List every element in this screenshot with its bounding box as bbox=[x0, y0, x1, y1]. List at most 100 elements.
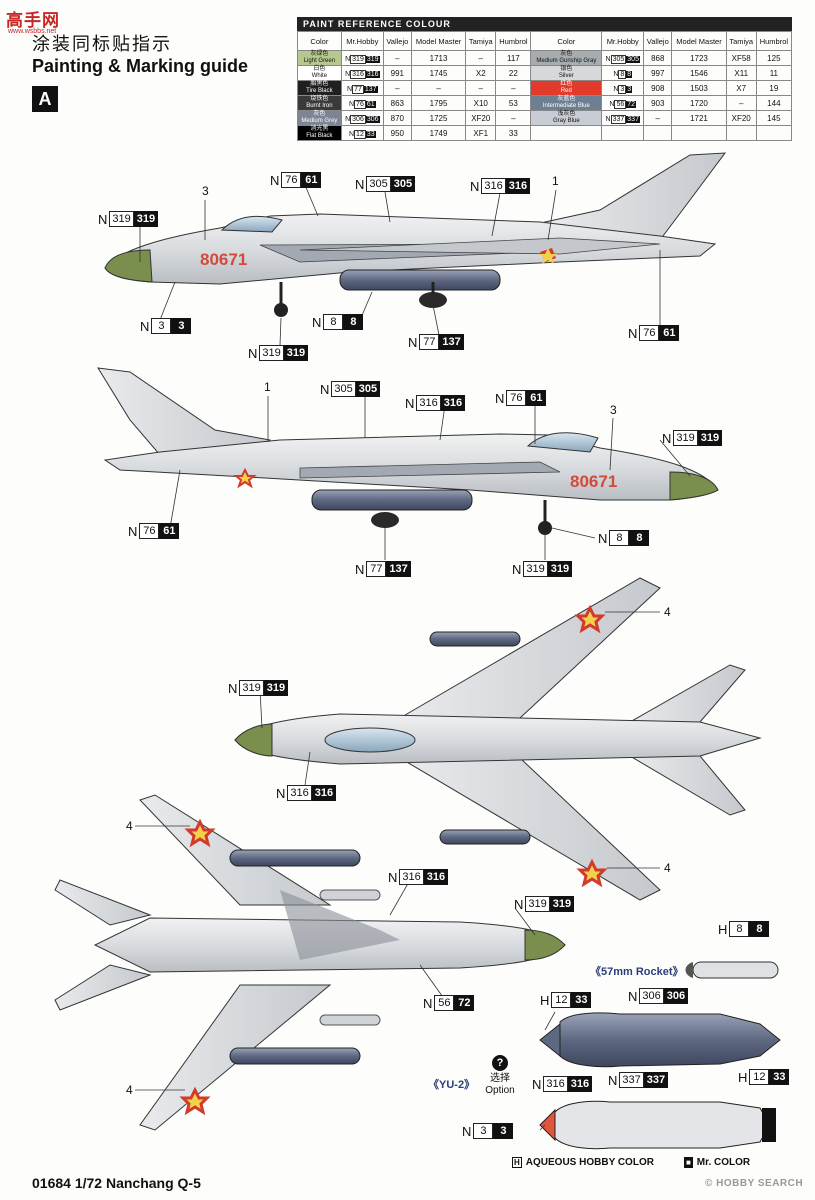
color-name-cn: 灰色 bbox=[313, 111, 326, 117]
k-code: 316 bbox=[567, 1076, 593, 1092]
humbrol-code: 33 bbox=[495, 125, 532, 141]
hobby-k: 3 bbox=[626, 85, 633, 93]
k-code: 319 bbox=[133, 211, 159, 227]
n-code: 8 bbox=[729, 921, 750, 937]
k-code: 8 bbox=[629, 530, 650, 546]
section-letter: A bbox=[32, 86, 58, 112]
color-name-cn: 浅灰色 bbox=[557, 111, 576, 117]
hobby-k: 337 bbox=[626, 115, 640, 123]
empty-cell bbox=[755, 125, 793, 141]
n-code: 56 bbox=[434, 995, 455, 1011]
prefix: N bbox=[608, 1072, 618, 1088]
k-code: 3 bbox=[171, 318, 192, 334]
legend-mrcolor: ■Mr. COLOR bbox=[683, 1157, 750, 1168]
prefix: H bbox=[540, 992, 550, 1008]
k-code: 319 bbox=[263, 680, 289, 696]
prefix: H bbox=[718, 921, 728, 937]
n-code: 77 bbox=[366, 561, 387, 577]
n-code: 316 bbox=[481, 178, 506, 194]
color-name-cn: 灰蓝色 bbox=[557, 96, 576, 102]
tamiya-code: XF1 bbox=[465, 125, 497, 141]
hobby-n: 12 bbox=[354, 129, 366, 139]
k-code: 137 bbox=[439, 334, 464, 350]
hobby-n: 305 bbox=[610, 54, 627, 64]
hobby-k: 33 bbox=[365, 130, 376, 138]
option-en: Option bbox=[485, 1085, 515, 1096]
n-code: 316 bbox=[416, 395, 441, 411]
bottom-mark-4-lower: 4 bbox=[126, 1083, 133, 1097]
kit-code: 01684 1/72 Nanchang Q-5 bbox=[32, 1175, 201, 1191]
hobby-k: 61 bbox=[365, 100, 376, 108]
site-logo-url: www.wsbbs.net bbox=[8, 28, 57, 35]
color-name-en: Red bbox=[560, 88, 572, 94]
hobby-n: 8 bbox=[618, 69, 627, 79]
color-name-cn: 灰绿色 bbox=[310, 51, 329, 57]
stores-option-missile bbox=[539, 1100, 776, 1150]
top-plan-view bbox=[234, 577, 762, 901]
hobby-n: 76 bbox=[354, 99, 366, 109]
n-code: 8 bbox=[323, 314, 344, 330]
k-code: 61 bbox=[159, 523, 180, 539]
k-code: 61 bbox=[301, 172, 322, 188]
stores-rocket bbox=[685, 961, 779, 979]
option-cn: 选择 bbox=[490, 1073, 510, 1084]
color-name-en: Tire Black bbox=[306, 88, 333, 94]
n-code: 77 bbox=[419, 334, 440, 350]
n-code: 3 bbox=[473, 1123, 494, 1139]
hobby-n: 77 bbox=[352, 84, 364, 94]
n-code: 12 bbox=[749, 1069, 770, 1085]
profile2-mark-1: 1 bbox=[264, 380, 271, 394]
color-name-cn: 红色 bbox=[560, 81, 573, 87]
k-code: 305 bbox=[390, 176, 416, 192]
n-code: 319 bbox=[523, 561, 548, 577]
hobby-k: 316 bbox=[365, 70, 380, 78]
n-code: 76 bbox=[139, 523, 160, 539]
hobby-n: 306 bbox=[350, 114, 366, 124]
yu2-label: 《YU-2》 bbox=[428, 1079, 476, 1091]
n-code: 12 bbox=[551, 992, 572, 1008]
n-code: 305 bbox=[366, 176, 391, 192]
question-icon: ? bbox=[492, 1055, 508, 1071]
top-mark-4-lower: 4 bbox=[664, 861, 671, 875]
n-code: 76 bbox=[506, 390, 527, 406]
color-name-cn: 白色 bbox=[313, 66, 326, 72]
color-name-cn: 消光黑 bbox=[310, 126, 329, 132]
hobby-k: 8 bbox=[626, 70, 633, 78]
legend-aqueous-label: AQUEOUS HOBBY COLOR bbox=[525, 1157, 654, 1168]
n-code: 8 bbox=[609, 530, 630, 546]
n-code: 316 bbox=[287, 785, 312, 801]
n-code: 337 bbox=[619, 1072, 644, 1088]
color-name-cn: 胎黑色 bbox=[310, 81, 329, 87]
color-name-en: Burnt Iron bbox=[306, 103, 333, 109]
mm-code: 1713 bbox=[410, 50, 467, 66]
k-code: 337 bbox=[643, 1072, 669, 1088]
bottom-plan-view bbox=[54, 794, 566, 1131]
n-code: 319 bbox=[525, 896, 550, 912]
color-name-en: Flat Black bbox=[306, 133, 333, 139]
title-english: Painting & Marking guide bbox=[32, 56, 249, 76]
n-code: 319 bbox=[259, 345, 284, 361]
hobby-k: 305 bbox=[626, 55, 640, 63]
